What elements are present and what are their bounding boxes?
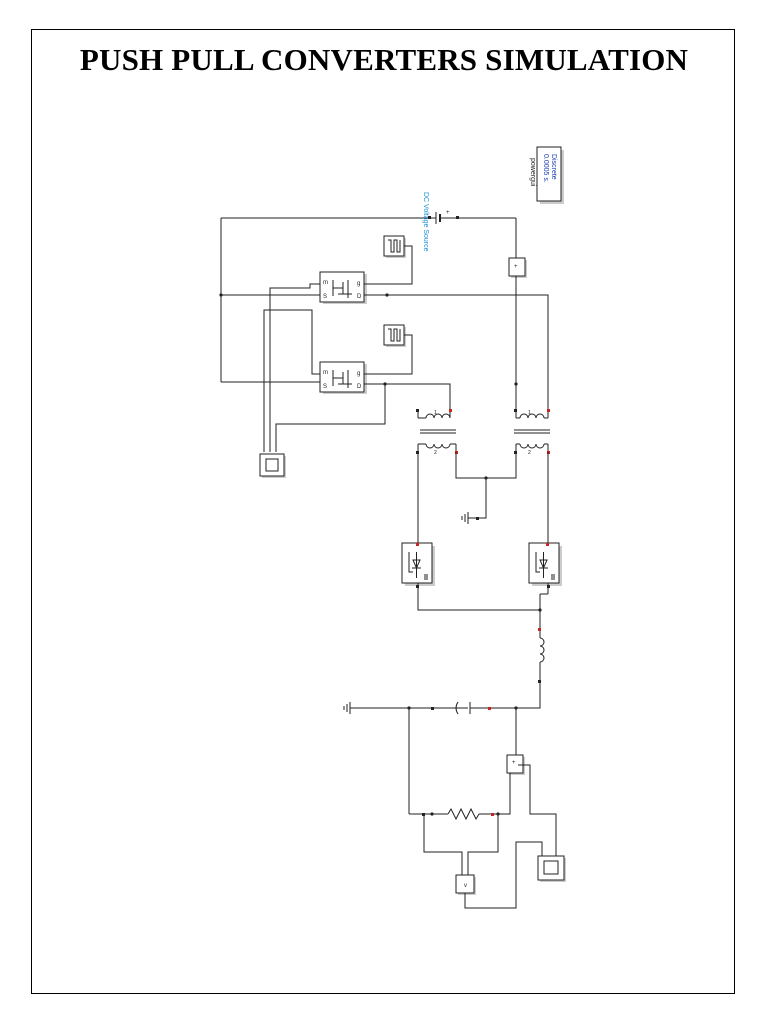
output-wiring — [416, 583, 550, 628]
voltage-sensor-v: v — [464, 883, 467, 889]
sensor-plus: + — [514, 264, 518, 270]
mosfet-2-d: D — [357, 384, 362, 390]
voltage-sensor[interactable]: v — [423, 814, 543, 909]
mosfet-2-s: S — [323, 384, 327, 390]
output-current-sensor[interactable]: + — [506, 708, 525, 775]
transformer-2[interactable]: 1 2 — [514, 409, 550, 456]
dc-voltage-source[interactable]: + DC Voltage Source — [221, 192, 516, 252]
powergui-label: powergui — [529, 158, 536, 187]
dc-source-label: DC Voltage Source — [422, 192, 429, 252]
mosfet-wiring — [219, 218, 549, 452]
dc-source-polarity: + — [446, 210, 450, 216]
mosfet-2-g: g — [357, 371, 360, 377]
powergui-mode: Discrete — [550, 154, 557, 180]
diode-1[interactable] — [401, 542, 435, 586]
mosfet-1[interactable]: m S g D — [319, 271, 367, 304]
transformer-1[interactable]: 1 2 — [416, 409, 458, 456]
page-title: PUSH PULL CONVERTERS SIMULATION — [79, 42, 689, 77]
transformer-1-w2: 2 — [434, 450, 437, 456]
diode-2[interactable] — [528, 542, 562, 586]
powergui-sample-time: 0.0005 s. — [542, 154, 549, 183]
load-resistor[interactable] — [408, 708, 511, 821]
input-current-sensor[interactable]: + — [508, 218, 527, 278]
transformer-2-w2: 2 — [528, 450, 531, 456]
output-sensor-plus: + — [512, 760, 516, 766]
mosfet-2-m: m — [323, 370, 328, 376]
scope-2[interactable] — [518, 764, 566, 882]
mosfet-1-d: D — [357, 294, 362, 300]
transformer-1-w1: 1 — [434, 410, 437, 416]
mosfet-1-m: m — [323, 280, 328, 286]
mosfet-2[interactable]: m S g D — [319, 361, 367, 394]
scope-1[interactable] — [259, 453, 286, 478]
ground-icon-output — [343, 702, 351, 714]
mosfet-1-s: S — [323, 294, 327, 300]
pulse-generator-1[interactable] — [383, 235, 406, 258]
mosfet-1-g: g — [357, 281, 360, 287]
secondary-wiring — [417, 452, 549, 545]
page-border — [31, 29, 735, 994]
ground-icon-secondary — [461, 512, 469, 524]
output-inductor[interactable] — [490, 628, 545, 709]
powergui-block[interactable]: Discrete 0.0005 s. powergui — [529, 146, 564, 204]
pulse-generator-2[interactable] — [383, 324, 406, 347]
transformer-2-w1: 1 — [528, 410, 531, 416]
